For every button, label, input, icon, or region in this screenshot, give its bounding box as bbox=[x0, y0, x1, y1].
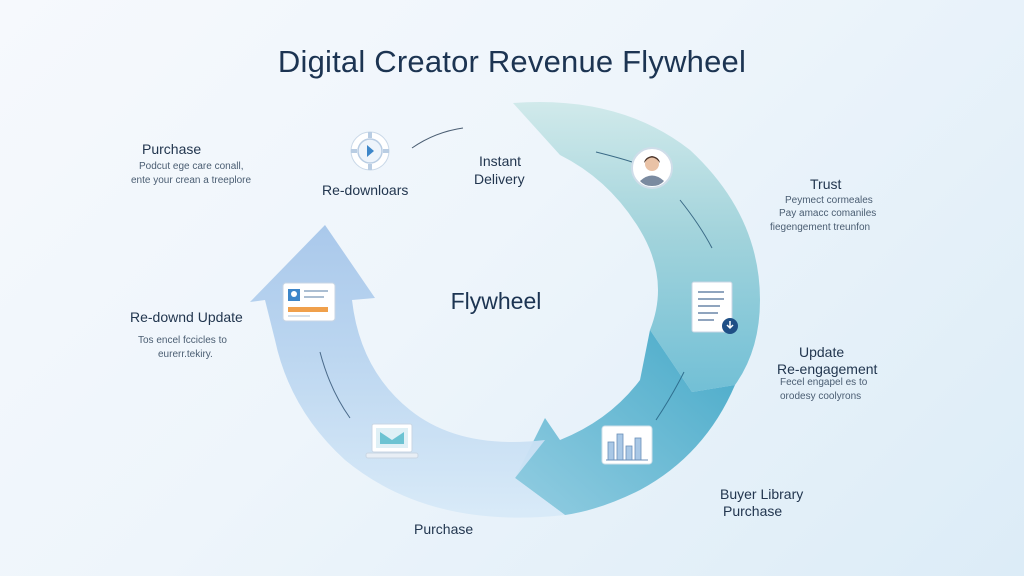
desc-redownd-1: Tos encel fccicles to bbox=[138, 335, 227, 346]
label-redownd-update: Re-downd Update bbox=[130, 309, 243, 325]
label-buyer-library: Buyer Library bbox=[720, 486, 804, 502]
desc-update-1: Fecel engapel es to bbox=[780, 377, 868, 388]
chart-icon bbox=[600, 424, 654, 466]
desc-update-2: orodesy coolyrons bbox=[780, 391, 862, 402]
screen-icon bbox=[280, 280, 338, 326]
desc-purchase-top-1: Podcut ege care conall, bbox=[139, 161, 244, 172]
flywheel-segment-bottom bbox=[250, 225, 565, 518]
avatar-icon bbox=[630, 146, 674, 190]
label-update: Update bbox=[799, 344, 845, 360]
desc-purchase-top-2: ente your crean a treeplore bbox=[131, 175, 252, 186]
connector-line bbox=[595, 151, 633, 163]
label-purchase-bottom: Purchase bbox=[414, 521, 474, 537]
document-icon bbox=[688, 280, 742, 338]
label-buyer-library-purchase: Purchase bbox=[723, 503, 783, 519]
label-trust: Trust bbox=[810, 176, 842, 192]
label-instant-delivery-1: Instant bbox=[479, 153, 522, 169]
label-redownloads: Re-downloars bbox=[322, 182, 409, 198]
diagram-title: Digital Creator Revenue Flywheel bbox=[277, 44, 747, 79]
flywheel-segment-right bbox=[515, 330, 735, 515]
connector-line bbox=[679, 199, 713, 249]
laptop-icon bbox=[364, 420, 420, 464]
label-reengagement: Re-engagement bbox=[777, 361, 878, 377]
connector-line bbox=[411, 127, 464, 149]
desc-trust-1: Peymect cormeales bbox=[785, 195, 873, 206]
connector-line bbox=[655, 371, 685, 421]
gear-icon bbox=[347, 128, 393, 174]
label-purchase-top: Purchase bbox=[142, 141, 202, 157]
label-instant-delivery-2: Delivery bbox=[474, 171, 525, 187]
desc-trust-3: fiegengement treunfon bbox=[770, 222, 871, 233]
desc-trust-2: Pay amacc comaniles bbox=[779, 208, 877, 219]
center-label: Flywheel bbox=[450, 288, 542, 314]
desc-redownd-2: eurerr.tekiry. bbox=[158, 349, 213, 360]
connector-line bbox=[319, 351, 351, 419]
